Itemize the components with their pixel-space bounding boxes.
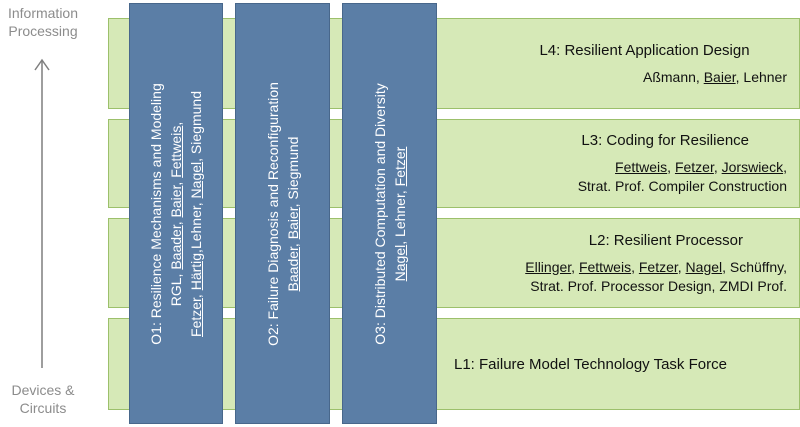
column-o1-members: RGL, Baader, Baier, Fettweis, [166,83,186,344]
member-name: Baier [284,206,301,239]
member-sep: , [168,121,184,126]
layer-l4: L4: Resilient Application Design Aßmann,… [108,18,800,109]
member-name: Nagel [391,244,408,281]
column-o1-members-line3: Fetzer, Härtig,Lehner, Nagel, Siegmund [186,83,206,344]
member-text: , Siegmund [284,136,301,207]
layer-l2-title: L2: Resilient Processor [588,231,743,249]
member-text: , Lehner [735,68,787,85]
member-text: , Siegmund [188,90,204,162]
member-name: Fetzer [674,159,714,175]
layer-l2-members-line2: Strat. Prof. Processor Design, ZMDI Prof… [530,277,787,294]
column-o3: O3: Distributed Computation and Diversit… [342,3,437,424]
axis-bottom-label: Devices & Circuits [0,381,86,417]
member-name: Baier [703,68,736,85]
member-sep: , [168,177,184,186]
member-sep: , [631,258,639,275]
member-sep: , [188,289,204,298]
layer-l2-members: Ellinger, Fettweis, Fetzer, Nagel, Schüf… [525,258,787,277]
column-o2: O2: Failure Diagnosis and Reconfiguratio… [235,3,330,424]
axis-top-label-line1: Information [7,5,79,21]
layer-l3-members-line2: Strat. Prof. Compiler Construction [577,178,787,194]
column-o2-title: O2: Failure Diagnosis and Reconfiguratio… [264,81,281,346]
layer-l2-text: L2: Resilient Processor Ellinger, Fettwe… [442,219,787,307]
member-sep: , [667,159,675,175]
column-o1-title: O1: Resilience Mechanisms and Modeling [148,82,164,345]
member-sep: , [783,159,787,175]
column-o1-text: O1: Resilience Mechanisms and Modeling R… [146,83,206,344]
member-name: Baader [284,246,301,291]
member-name: Fettweis [578,258,632,275]
column-o3-members: Nagel, Lehner, Fetzer [390,83,410,344]
member-name: Fettweis [615,159,668,175]
member-text: , Schüffny, [722,258,787,275]
member-name: Nagel [188,161,204,198]
member-text: ,Lehner, [188,197,204,253]
member-sep: , [713,159,722,175]
layer-l3: L3: Coding for Resilience Fettweis, Fetz… [108,119,800,208]
member-name: Ellinger [525,258,572,275]
layer-l4-title: L4: Resilient Application Design [539,41,750,59]
member-name: Fetzer [638,258,678,275]
layer-l1-text: L1: Failure Model Technology Task Force [442,319,787,409]
member-name: Fetzer [391,146,408,186]
layer-l4-text: L4: Resilient Application Design Aßmann,… [442,19,787,108]
axis-bottom-label-line2: Circuits [19,400,67,416]
axis-bottom-label-line1: Devices & [11,382,75,398]
member-sep: , [571,258,579,275]
member-sep: , [284,238,301,247]
member-name: Baier [168,185,184,217]
column-o3-text: O3: Distributed Computation and Diversit… [370,83,410,344]
column-o2-members: Baader, Baier, Siegmund [283,82,303,346]
member-text: RGL, [168,269,184,306]
member-name: Fetzer [188,297,204,337]
layer-l2: L2: Resilient Processor Ellinger, Fettwe… [108,218,800,308]
member-name: Jorswieck [721,159,784,175]
member-text: Aßmann, [643,68,704,85]
column-o1: O1: Resilience Mechanisms and Modeling R… [129,3,223,424]
layer-l4-members: Aßmann, Baier, Lehner [643,68,787,87]
member-name: Nagel [685,258,723,275]
member-sep: , [677,258,686,275]
member-name: Fettweis [168,125,184,178]
layer-l3-text: L3: Coding for Resilience Fettweis, Fetz… [442,120,787,207]
column-o3-title: O3: Distributed Computation and Diversit… [371,82,388,345]
layer-l3-members: Fettweis, Fetzer, Jorswieck, [615,158,787,177]
up-arrow-icon [34,58,50,368]
axis-top-label: Information Processing [0,4,86,40]
layer-l3-title: L3: Coding for Resilience [581,132,749,149]
axis-top-label-line2: Processing [8,23,78,39]
member-name: Baader [168,224,184,270]
layer-l1-title: L1: Failure Model Technology Task Force [454,355,727,373]
column-o2-text: O2: Failure Diagnosis and Reconfiguratio… [263,82,303,346]
member-text: , Lehner, [391,185,408,245]
member-name: Härtig [188,252,204,290]
member-sep: , [168,217,184,225]
layer-l1: L1: Failure Model Technology Task Force [108,318,800,410]
